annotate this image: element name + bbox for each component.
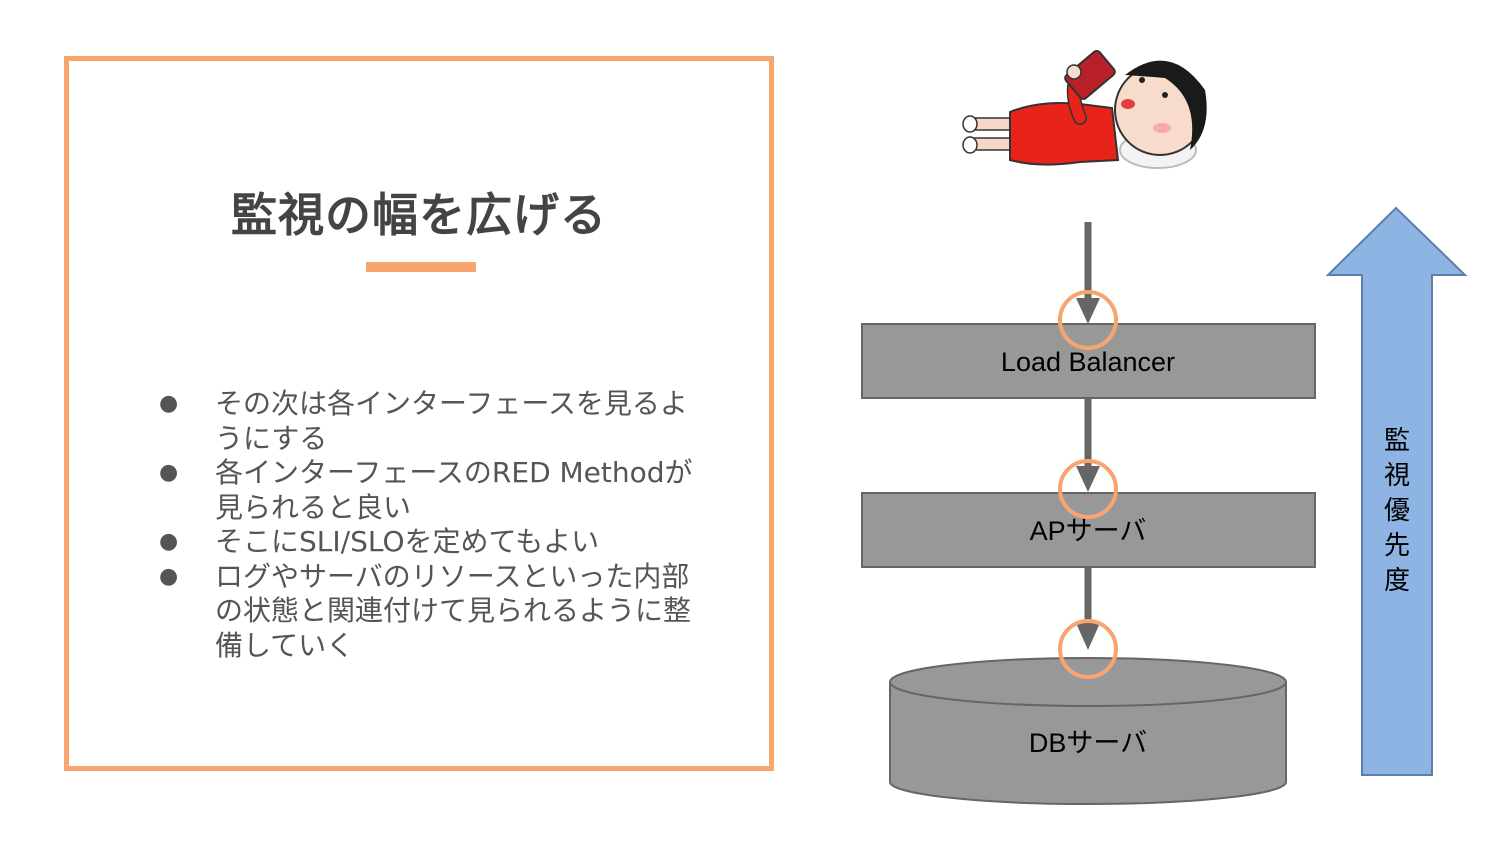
highlight-circle	[1058, 290, 1118, 350]
db-server-cylinder	[889, 657, 1287, 805]
bullet-item: ●ログやサーバのリソースといった内部の状態と関連付けて見られるように整備していく	[159, 559, 692, 662]
bullet-dot-icon: ●	[159, 460, 179, 485]
load-balancer-label: Load Balancer	[1001, 347, 1175, 377]
bullet-dot-icon: ●	[159, 391, 179, 416]
db-server-label: DBサーバ	[1029, 728, 1147, 758]
highlight-circle	[1058, 619, 1118, 679]
highlight-circle	[1058, 459, 1118, 519]
bullet-dot-icon: ●	[159, 529, 179, 554]
title-underline	[366, 262, 476, 272]
bullet-item: ●その次は各インターフェースを見るようにする	[159, 387, 688, 455]
connector-arrowhead	[1076, 298, 1100, 324]
bullet-dot-icon: ●	[159, 563, 179, 589]
ap-server-box	[861, 492, 1316, 568]
connector-arrowhead	[1076, 466, 1100, 492]
bullet-item: ●各インターフェースのRED Methodが見られると良い	[159, 456, 693, 524]
slide-title: 監視の幅を広げる	[231, 188, 607, 242]
priority-label: 監 視 優 先 度	[1383, 426, 1410, 596]
load-balancer-box	[861, 323, 1316, 399]
girl-with-phone-illustration	[962, 50, 1207, 169]
bullet-item: ●そこにSLI/SLOを定めてもよい	[159, 525, 600, 558]
content-card: 監視の幅を広げる ●その次は各インターフェースを見るようにする ●各インターフェ…	[64, 56, 774, 771]
priority-up-arrow	[1325, 206, 1468, 776]
connector-arrowhead	[1076, 623, 1100, 650]
ap-server-label: APサーバ	[1030, 516, 1147, 546]
bullet-list: ●その次は各インターフェースを見るようにする ●各インターフェースのRED Me…	[159, 387, 699, 663]
